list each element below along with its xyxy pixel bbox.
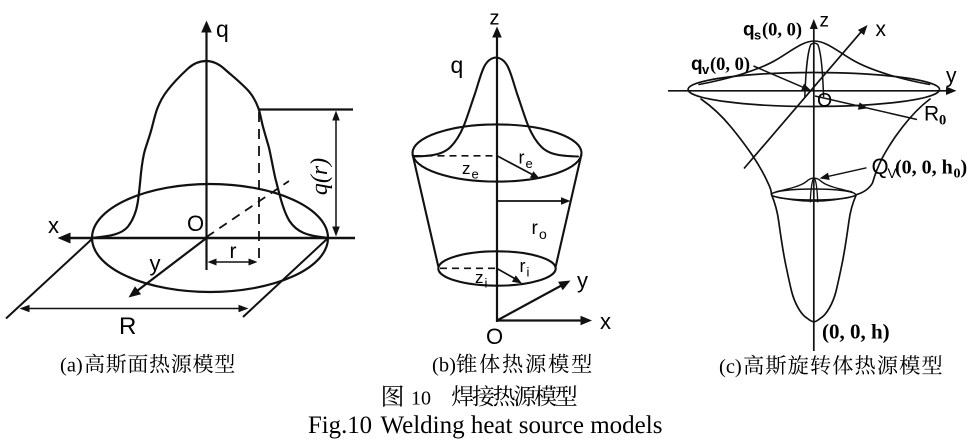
svg-text:q: q — [691, 54, 703, 75]
svg-text:10: 10 — [411, 388, 431, 410]
svg-text:Q: Q — [872, 154, 889, 179]
svg-text:x: x — [600, 309, 611, 334]
svg-text:e: e — [472, 167, 479, 182]
svg-text:i: i — [527, 265, 530, 280]
svg-text:o: o — [539, 226, 547, 242]
svg-text:r: r — [520, 256, 526, 276]
svg-text:x: x — [876, 18, 887, 41]
svg-text:(0, 0, h): (0, 0, h) — [822, 320, 890, 344]
svg-text:y: y — [577, 268, 588, 293]
svg-text:y: y — [150, 251, 161, 276]
svg-text:s: s — [754, 28, 761, 43]
svg-text:(0, 0, h: (0, 0, h — [895, 157, 953, 179]
svg-text:e: e — [526, 156, 533, 171]
svg-text:O: O — [486, 324, 503, 349]
svg-text:z: z — [820, 11, 830, 32]
svg-text:z: z — [462, 159, 471, 178]
svg-text:0: 0 — [939, 113, 946, 129]
svg-text:v: v — [702, 62, 710, 77]
svg-text:V: V — [888, 166, 897, 181]
svg-text:r: r — [230, 240, 237, 263]
svg-text:O: O — [187, 211, 204, 236]
svg-text:z: z — [475, 268, 484, 287]
svg-text:(c): (c) — [719, 356, 742, 378]
svg-text:(0, 0): (0, 0) — [762, 21, 802, 41]
svg-text:x: x — [48, 213, 59, 238]
svg-text:): ) — [961, 157, 968, 179]
svg-text:z: z — [490, 8, 500, 30]
svg-text:r: r — [519, 148, 525, 168]
svg-text:R: R — [119, 313, 136, 340]
svg-text:Fig.10: Fig.10 — [308, 412, 372, 439]
svg-text:r: r — [532, 218, 539, 239]
svg-text:(b): (b) — [432, 355, 456, 377]
svg-text:O: O — [817, 90, 832, 112]
svg-text:R: R — [924, 103, 939, 126]
svg-text:Welding heat source models: Welding heat source models — [381, 412, 663, 439]
svg-text:(a): (a) — [60, 355, 83, 377]
svg-text:(0, 0): (0, 0) — [710, 55, 750, 75]
svg-text:y: y — [946, 65, 957, 88]
svg-text:q: q — [451, 52, 464, 78]
svg-text:q: q — [743, 20, 755, 41]
svg-text:q(r): q(r) — [307, 158, 333, 195]
svg-text:i: i — [485, 276, 488, 291]
svg-text:0: 0 — [954, 167, 961, 182]
svg-text:q: q — [216, 16, 229, 42]
